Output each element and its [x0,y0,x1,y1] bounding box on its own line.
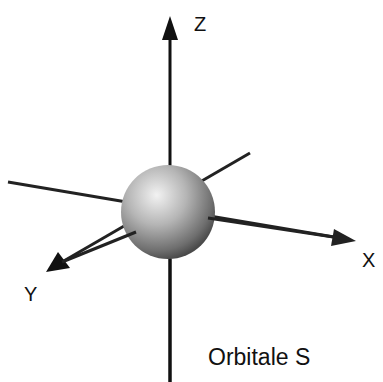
z-axis-front [169,259,172,382]
axis-label: Y [24,284,37,304]
z-arrowhead [162,16,178,40]
caption-text: Orbitale S [208,346,310,369]
y-axis-front [62,232,136,262]
y-arrowhead [46,252,70,272]
y-axis [62,153,250,262]
s-orbital-sphere [121,165,215,259]
axis-label: Z [194,14,206,34]
axis-label: X [362,250,375,270]
x-axis-front [208,218,340,238]
